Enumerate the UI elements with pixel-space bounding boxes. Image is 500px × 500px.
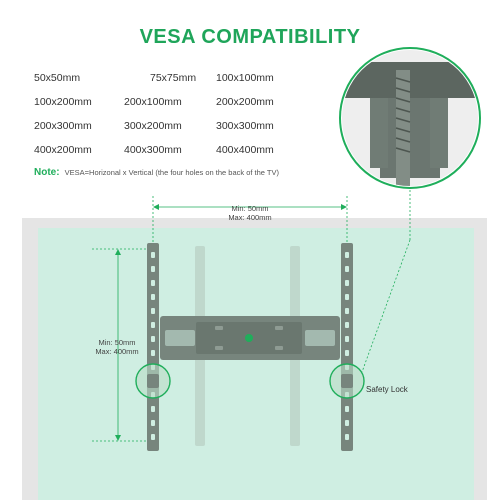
vesa-size-cell: 400x300mm	[124, 144, 182, 156]
vertical-max: Max: 400mm	[95, 347, 139, 356]
vesa-size-cell: 400x200mm	[34, 144, 92, 156]
horizontal-min: Min: 50mm	[231, 204, 269, 213]
vesa-size-cell: 300x200mm	[124, 120, 182, 132]
vesa-note: Note: VESA=Horizonal x Vertical (the fou…	[34, 167, 279, 178]
vertical-range-label: Min: 50mm Max: 400mm	[72, 338, 162, 356]
vertical-min: Min: 50mm	[98, 338, 136, 347]
vesa-size-cell: 300x300mm	[216, 120, 274, 132]
vesa-size-cell: 100x100mm	[216, 72, 274, 84]
note-text: VESA=Horizonal x Vertical (the four hole…	[64, 168, 280, 177]
safety-lock-detail-zoom	[339, 47, 481, 373]
wall-plate	[160, 316, 340, 360]
tv-screen	[38, 228, 474, 500]
tv-bracket-right	[341, 243, 353, 451]
horizontal-dimension	[152, 196, 348, 248]
vesa-size-cell: 200x200mm	[216, 96, 274, 108]
vesa-size-cell: 50x50mm	[34, 72, 81, 84]
vertical-dimension	[92, 248, 152, 442]
page-title: VESA COMPATIBILITY	[139, 26, 361, 48]
note-label: Note:	[34, 167, 60, 178]
safety-lock-label: Safety Lock	[366, 385, 408, 394]
vesa-size-cell: 200x100mm	[124, 96, 182, 108]
tv-bracket-left	[147, 243, 159, 451]
vesa-size-cell: 200x300mm	[34, 120, 92, 132]
horizontal-max: Max: 400mm	[228, 213, 272, 222]
vesa-size-cell: 100x200mm	[34, 96, 92, 108]
vesa-size-cell: 75x75mm	[150, 72, 197, 84]
vesa-size-cell: 400x400mm	[216, 144, 274, 156]
horizontal-range-label: Min: 50mm Max: 400mm	[200, 204, 300, 222]
